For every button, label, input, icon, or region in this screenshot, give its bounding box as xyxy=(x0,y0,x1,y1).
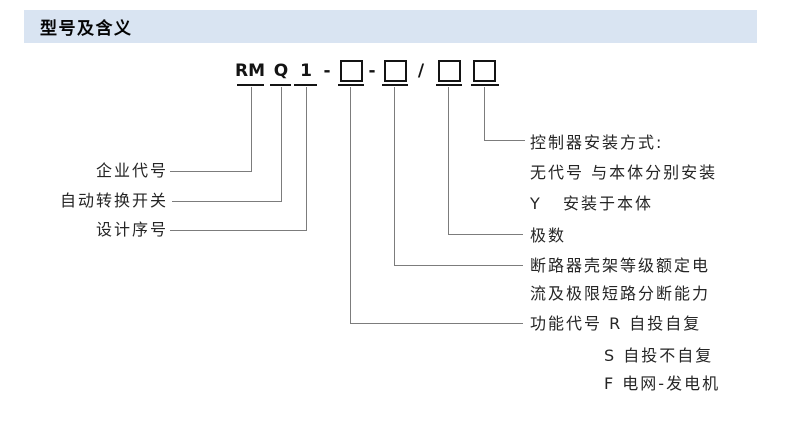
separator-dash-2: - xyxy=(368,61,376,81)
label-frame-rating-line2: 流及极限短路分断能力 xyxy=(530,284,711,303)
label-function-code-s: S 自投不自复 xyxy=(604,346,714,365)
underline-mark-1 xyxy=(294,84,317,86)
placeholder-box-poles xyxy=(438,60,461,82)
connector-line-box1 xyxy=(350,87,351,323)
connector-line-box4 xyxy=(484,87,485,140)
separator-dash-1: - xyxy=(323,61,331,81)
underline-mark-rm xyxy=(237,84,264,86)
underline-mark-box4 xyxy=(471,84,499,86)
connector-line-q xyxy=(281,87,282,201)
label-function-code-r: 功能代号 R 自投自复 xyxy=(530,314,702,333)
label-function-code-f: F 电网-发电机 xyxy=(604,374,721,393)
connector-elbow-ats xyxy=(172,201,282,202)
connector-elbow-design xyxy=(170,230,307,231)
section-header-bar: 型号及含义 xyxy=(24,10,757,43)
model-letter-q: Q xyxy=(273,61,289,81)
label-mount-y: Y 安装于本体 xyxy=(530,194,654,213)
separator-slash: / xyxy=(417,61,425,81)
label-enterprise-code: 企业代号 xyxy=(95,161,168,180)
underline-mark-box1 xyxy=(338,84,364,86)
connector-elbow-controller-mount xyxy=(484,140,525,141)
connector-line-box3 xyxy=(448,87,449,234)
underline-mark-box3 xyxy=(436,84,462,86)
label-design-serial: 设计序号 xyxy=(95,220,168,239)
underline-mark-q xyxy=(270,84,291,86)
label-auto-transfer-switch: 自动转换开关 xyxy=(59,191,168,210)
model-prefix-rm: RM xyxy=(234,61,265,81)
underline-mark-box2 xyxy=(382,84,408,86)
connector-line-rm xyxy=(251,87,252,171)
section-title: 型号及含义 xyxy=(40,19,133,39)
label-poles: 极数 xyxy=(530,226,567,245)
connector-elbow-enterprise xyxy=(170,171,252,172)
placeholder-box-frame-rating xyxy=(384,60,407,82)
label-mount-no-code: 无代号 与本体分别安装 xyxy=(530,163,718,182)
label-frame-rating-line1: 断路器壳架等级额定电 xyxy=(530,256,711,275)
placeholder-box-controller-mount xyxy=(473,60,496,82)
label-controller-mount: 控制器安装方式: xyxy=(530,133,664,152)
connector-elbow-poles xyxy=(448,234,523,235)
connector-elbow-frame-rating xyxy=(394,265,523,266)
connector-line-box2 xyxy=(394,87,395,265)
placeholder-box-function xyxy=(340,60,363,82)
connector-elbow-function xyxy=(350,323,523,324)
model-series-number: 1 xyxy=(300,61,312,81)
connector-line-1 xyxy=(306,87,307,230)
